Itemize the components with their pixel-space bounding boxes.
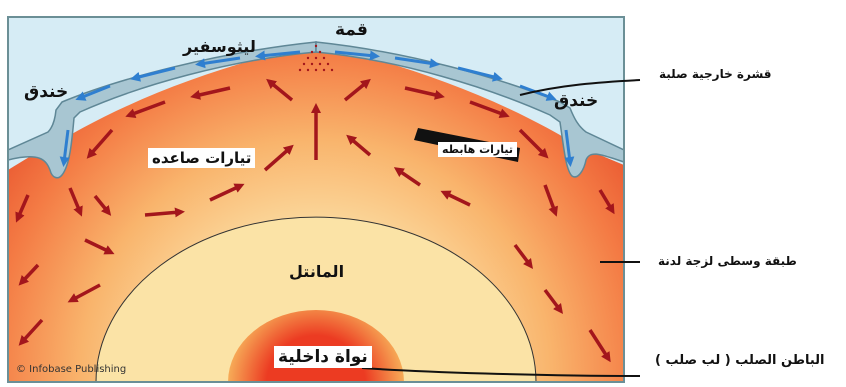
current-arrow xyxy=(93,194,112,216)
current-arrow xyxy=(598,189,615,215)
leader-line-core xyxy=(361,367,641,377)
label-solid-interior: الباطن الصلب ( لب صلب ) xyxy=(655,353,825,368)
current-arrow xyxy=(18,263,40,286)
blue-arrow xyxy=(564,129,575,167)
label-sinking-currents: تيارات هابطه xyxy=(438,142,518,157)
blue-arrow xyxy=(457,66,503,82)
convection-arrows xyxy=(15,78,615,363)
blue-arrow xyxy=(334,50,380,61)
label-crest: قمة xyxy=(335,20,368,40)
current-arrow xyxy=(543,184,558,217)
plate-motion-arrows xyxy=(59,50,575,167)
label-lithosphere: ليثوسفير xyxy=(183,37,256,56)
leader-line-crust xyxy=(519,79,641,96)
blue-arrow xyxy=(394,56,440,69)
current-arrow xyxy=(266,78,294,102)
blue-arrow xyxy=(195,56,241,69)
current-arrow xyxy=(84,238,115,255)
current-arrow xyxy=(18,318,44,346)
current-arrow xyxy=(263,144,294,172)
label-mantle: المانتل xyxy=(289,262,345,281)
blue-arrow xyxy=(255,50,301,61)
current-arrow xyxy=(393,167,421,187)
current-arrow xyxy=(86,128,114,159)
label-rising-currents: تيارات صاعده xyxy=(148,148,256,168)
label-middle-layer: طبقة وسطى لزجة لدنة xyxy=(658,254,797,268)
current-arrow xyxy=(125,100,166,118)
lithosphere-plate-right xyxy=(315,41,624,178)
label-outer-crust: قشرة خارجية صلبة xyxy=(659,67,772,81)
current-arrow xyxy=(343,78,371,102)
current-arrow xyxy=(346,134,372,157)
lithosphere-plate-left xyxy=(8,41,317,179)
current-arrow xyxy=(440,190,471,207)
blue-arrow xyxy=(130,66,176,82)
current-arrow xyxy=(469,100,510,118)
current-arrow xyxy=(190,86,231,100)
label-inner-core: نواة داخلية xyxy=(274,346,372,368)
current-arrow xyxy=(513,243,533,269)
blue-arrow xyxy=(59,129,70,167)
current-arrow xyxy=(68,187,83,217)
current-arrow xyxy=(67,283,101,303)
leader-lines xyxy=(361,79,641,377)
diagram-frame xyxy=(7,16,625,383)
mantle-boundary xyxy=(95,216,537,382)
current-arrow xyxy=(15,194,30,223)
current-arrow xyxy=(209,183,245,202)
current-arrow xyxy=(518,128,549,159)
current-arrow xyxy=(404,86,445,100)
current-arrow xyxy=(588,329,611,363)
label-trench-right: خندق xyxy=(554,91,599,111)
label-trench-left: خندق xyxy=(24,82,69,102)
crest-dots xyxy=(298,44,334,72)
credit-text: © Infobase Publishing xyxy=(16,364,127,375)
current-arrow xyxy=(543,288,563,314)
blue-arrow xyxy=(75,84,111,101)
current-arrow xyxy=(144,207,185,218)
